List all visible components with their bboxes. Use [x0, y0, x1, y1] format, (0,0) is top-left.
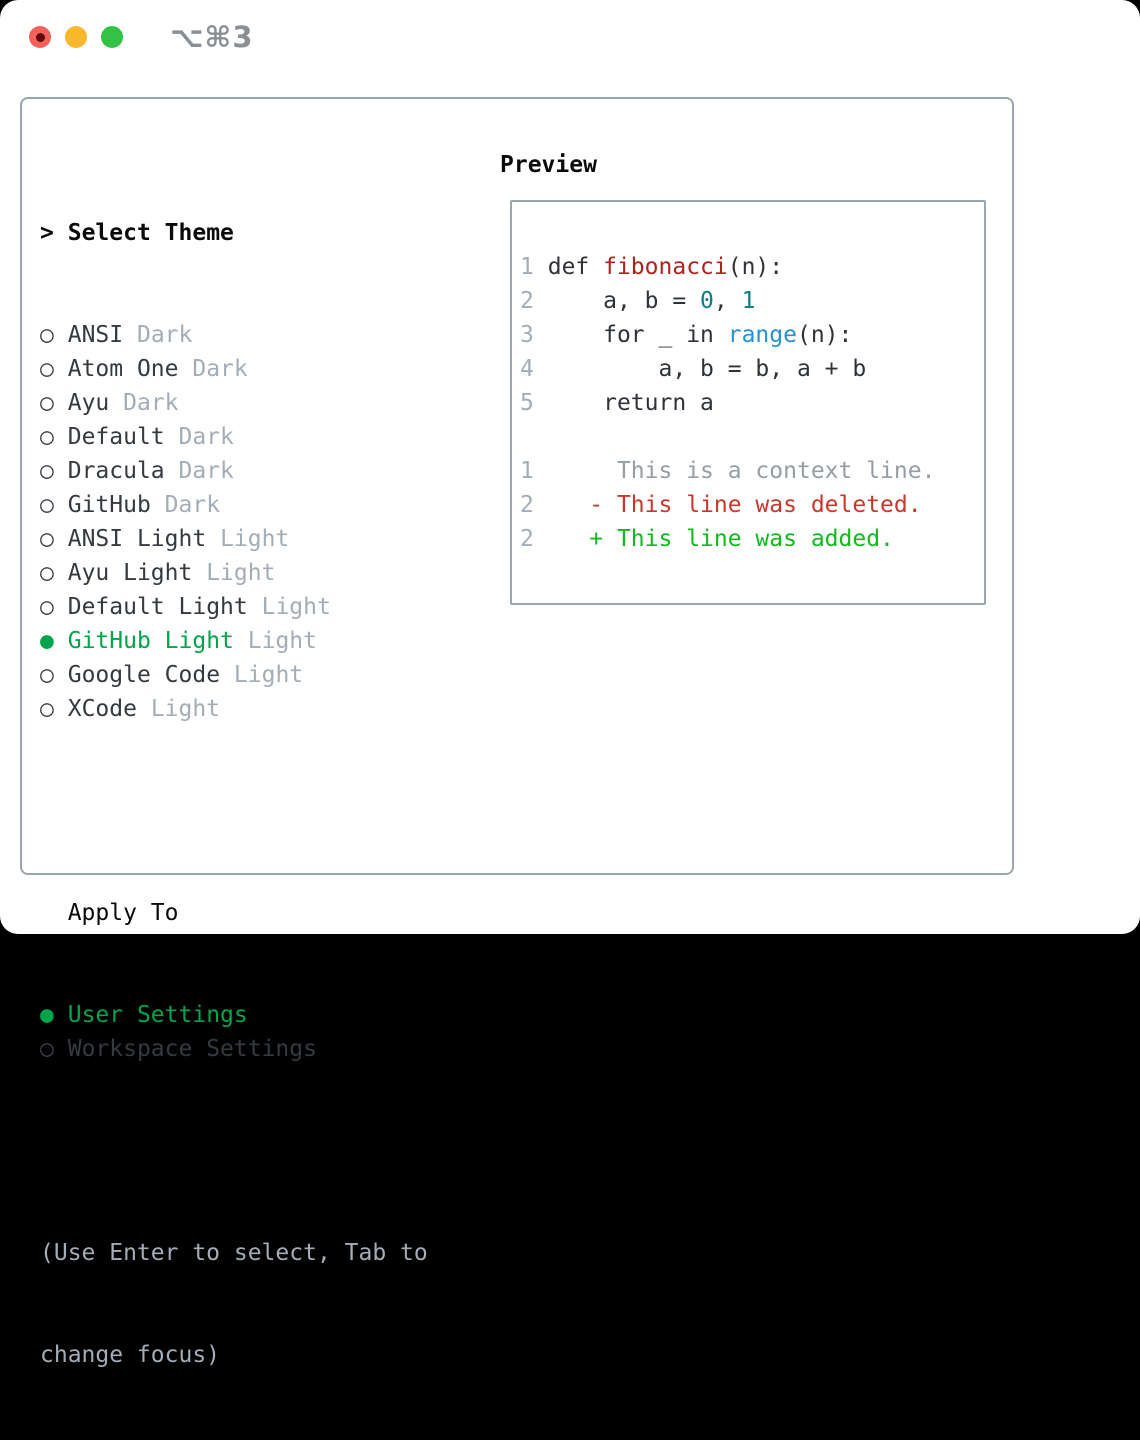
code-line: 3 for _ in range(n):: [520, 322, 853, 348]
blank-line: [520, 420, 935, 454]
code-line: 1 def fibonacci(n):: [520, 254, 784, 280]
apply-to-heading: Apply To: [40, 896, 428, 930]
apply-option-workspace-settings[interactable]: ○ Workspace Settings: [40, 1036, 317, 1062]
app-window: ⌥⌘3 > Select Theme ○ ANSI Dark ○ Atom One…: [0, 0, 1140, 1368]
select-theme-label: Select Theme: [67, 220, 234, 246]
code-line: 1 This is a context line.: [520, 458, 936, 484]
titlebar: ⌥⌘3: [29, 20, 253, 54]
theme-option-xcode[interactable]: ○ XCode Light: [40, 696, 221, 722]
code-preview: 1 def fibonacci(n): 2 a, b = 0, 1 3 for _ …: [520, 250, 935, 556]
prompt-icon: >: [40, 220, 54, 246]
theme-option-ansi-light[interactable]: ○ ANSI Light Light: [40, 526, 290, 552]
theme-option-dracula[interactable]: ○ Dracula Dark: [40, 458, 234, 484]
theme-option-ansi[interactable]: ○ ANSI Dark: [40, 322, 193, 348]
hint-text-line2: change focus): [40, 1342, 221, 1368]
theme-picker-panel: > Select Theme ○ ANSI Dark ○ Atom One Dar…: [20, 97, 1014, 1368]
theme-option-default-light[interactable]: ○ Default Light Light: [40, 594, 331, 620]
select-theme-heading: > Select Theme: [40, 216, 428, 250]
spacer: [40, 1134, 428, 1168]
code-line: 2 a, b = 0, 1: [520, 288, 756, 314]
apply-option-user-settings[interactable]: ● User Settings: [40, 1002, 248, 1028]
theme-option-atom-one[interactable]: ○ Atom One Dark: [40, 356, 248, 382]
unsaved-indicator-dot: [35, 32, 45, 42]
theme-option-github-light[interactable]: ● GitHub Light Light: [40, 628, 317, 654]
code-line: 2 + This line was added.: [520, 526, 894, 552]
hint-text-line1: (Use Enter to select, Tab to: [40, 1240, 428, 1266]
theme-list: ○ ANSI Dark ○ Atom One Dark ○ Ayu Dark ○ De…: [40, 318, 428, 726]
theme-option-default[interactable]: ○ Default Dark: [40, 424, 234, 450]
code-line: 5 return a: [520, 390, 714, 416]
preview-box: 1 def fibonacci(n): 2 a, b = 0, 1 3 for _ …: [510, 200, 986, 605]
apply-to-label: Apply To: [67, 900, 179, 926]
close-button[interactable]: [29, 26, 51, 48]
traffic-lights: [29, 26, 123, 48]
theme-option-ayu[interactable]: ○ Ayu Dark: [40, 390, 179, 416]
code-line: 2 - This line was deleted.: [520, 492, 922, 518]
spacer: [40, 794, 428, 828]
window-shortcut-title: ⌥⌘3: [170, 20, 254, 54]
theme-picker: > Select Theme ○ ANSI Dark ○ Atom One Dar…: [40, 148, 428, 1440]
preview-heading: Preview: [500, 152, 597, 178]
code-line: 4 a, b = b, a + b: [520, 356, 867, 382]
zoom-button[interactable]: [101, 26, 123, 48]
minimize-button[interactable]: [65, 26, 87, 48]
apply-to-list: ● User Settings ○ Workspace Settings: [40, 998, 428, 1066]
theme-option-github[interactable]: ○ GitHub Dark: [40, 492, 221, 518]
theme-option-google-code[interactable]: ○ Google Code Light: [40, 662, 304, 688]
theme-option-ayu-light[interactable]: ○ Ayu Light Light: [40, 560, 276, 586]
